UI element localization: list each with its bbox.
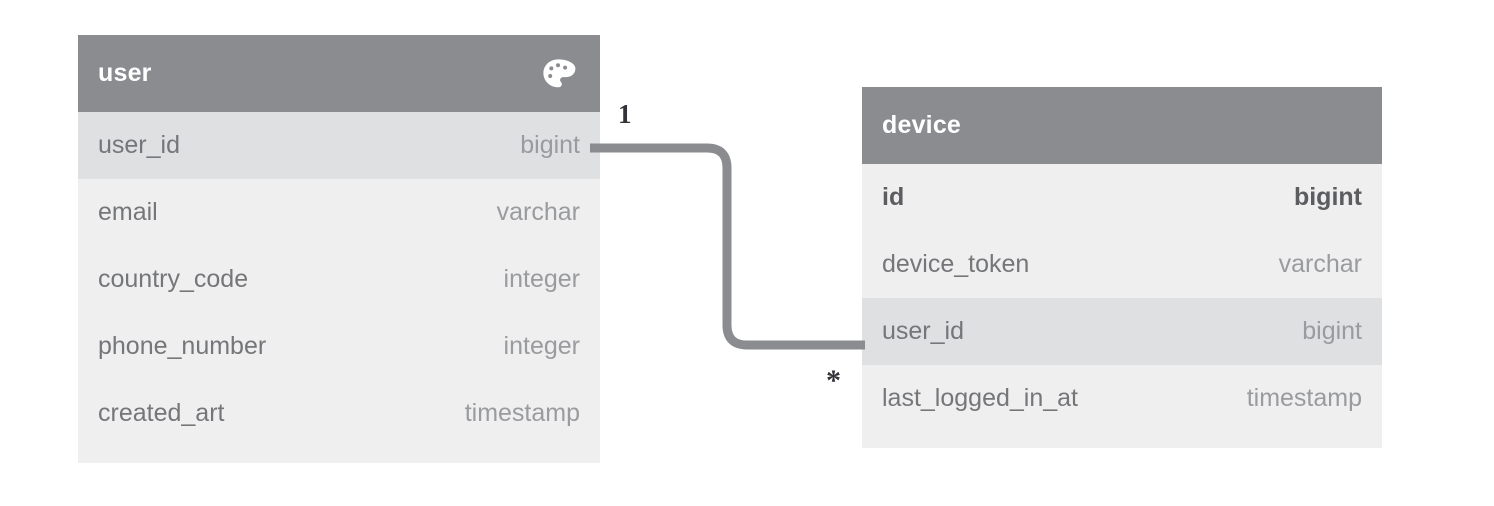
table-footer-pad	[78, 447, 600, 463]
field-name: user_id	[98, 131, 180, 159]
field-name: last_logged_in_at	[882, 384, 1078, 412]
field-name: created_art	[98, 399, 225, 427]
field-name: user_id	[882, 317, 964, 345]
field-name: country_code	[98, 265, 249, 293]
field-name: phone_number	[98, 332, 267, 360]
entity-header-user[interactable]: user	[78, 35, 600, 112]
field-type: bigint	[1293, 183, 1362, 211]
field-row[interactable]: id bigint	[862, 164, 1382, 231]
entity-title-user: user	[98, 59, 152, 87]
field-type: bigint	[1302, 317, 1362, 345]
field-row[interactable]: last_logged_in_at timestamp	[862, 365, 1382, 432]
field-row[interactable]: phone_number integer	[78, 313, 600, 380]
field-row[interactable]: user_id bigint	[78, 112, 600, 179]
field-row[interactable]: user_id bigint	[862, 298, 1382, 365]
field-row[interactable]: email varchar	[78, 179, 600, 246]
field-name: email	[98, 198, 158, 226]
relationship-connector[interactable]	[590, 90, 890, 410]
field-type: integer	[503, 265, 580, 293]
field-type: bigint	[520, 131, 580, 159]
field-type: timestamp	[464, 399, 580, 427]
cardinality-label-source: 1	[618, 99, 632, 129]
field-type: integer	[503, 332, 580, 360]
field-name: device_token	[882, 250, 1030, 278]
entity-table-user[interactable]: user user_id bigint email varchar countr…	[78, 35, 600, 463]
table-footer-pad	[862, 432, 1382, 448]
field-type: varchar	[496, 198, 580, 226]
entity-table-device[interactable]: device id bigint device_token varchar us…	[862, 87, 1382, 448]
field-type: varchar	[1278, 250, 1362, 278]
field-row[interactable]: country_code integer	[78, 246, 600, 313]
entity-header-device[interactable]: device	[862, 87, 1382, 164]
palette-icon[interactable]	[542, 58, 576, 90]
field-row[interactable]: device_token varchar	[862, 231, 1382, 298]
field-row[interactable]: created_art timestamp	[78, 380, 600, 447]
entity-title-device: device	[882, 111, 962, 139]
cardinality-label-target: *	[826, 364, 841, 397]
field-name: id	[882, 183, 905, 211]
field-type: timestamp	[1246, 384, 1362, 412]
